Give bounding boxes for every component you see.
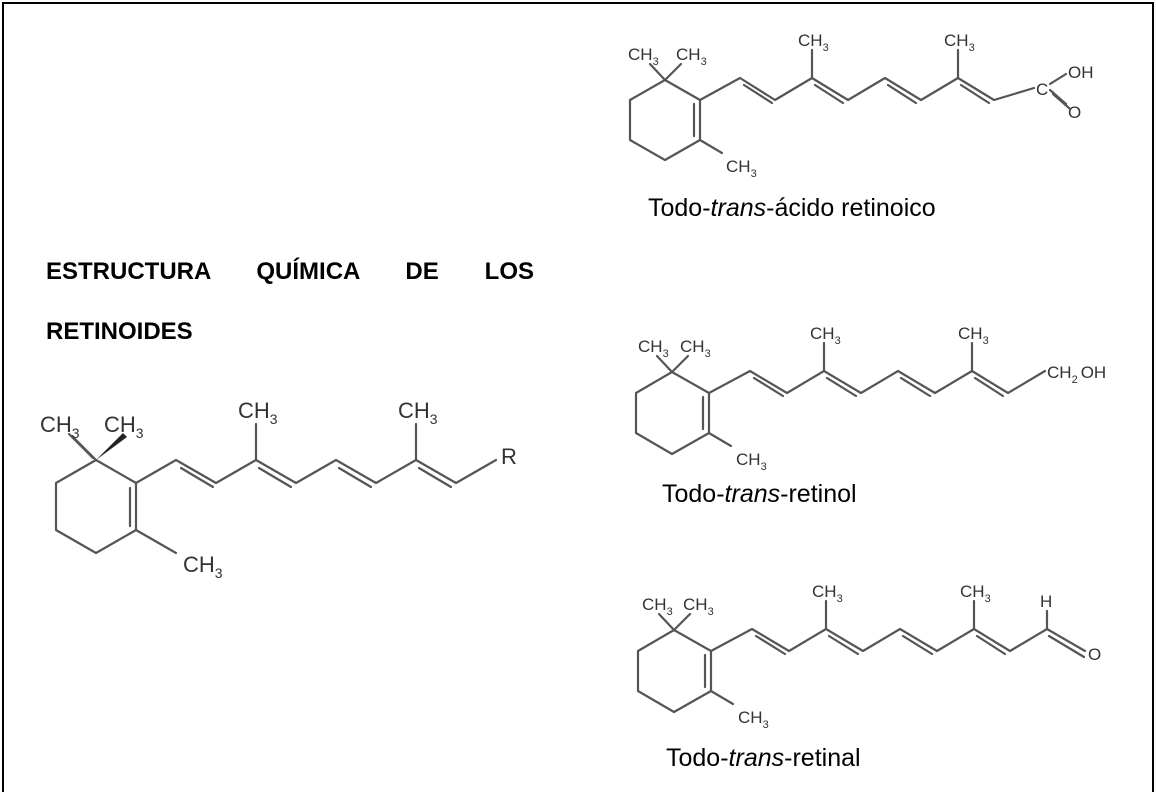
retinol-ch3-label-4: CH3 — [958, 324, 989, 347]
acid-ch3-label-1: CH3 — [628, 45, 659, 68]
retinal-h-label: H — [1040, 592, 1052, 611]
retinol-ch3-label-5: CH3 — [736, 450, 767, 473]
general-r-label: R — [501, 444, 517, 469]
acid-ch3-label-4: CH3 — [944, 31, 975, 54]
acid-o-label: O — [1068, 103, 1081, 122]
heading-line-1: ESTRUCTURA QUÍMICA DE LOS — [46, 258, 534, 285]
retinol-ch3-label-2: CH3 — [680, 337, 711, 360]
acid-c-label: C — [1036, 80, 1048, 99]
retinal-o-label: O — [1088, 645, 1101, 664]
general-ch3-label-1: CH3 — [40, 412, 80, 441]
caption-retinal: Todo-trans-retinal — [666, 744, 861, 772]
retinal-ch3-label-4: CH3 — [960, 582, 991, 605]
general-ch3-label-4: CH3 — [398, 398, 438, 427]
retinol-ch3-label-1: CH3 — [638, 337, 669, 360]
general-ch3-label-3: CH3 — [238, 398, 278, 427]
caption-retinoic-acid: Todo-trans-ácido retinoico — [648, 194, 936, 222]
general-ch3-label-2: CH3 — [104, 412, 144, 441]
retinoic-acid-structure: CH3 CH3 CH3 CH3 CH3 C OH O — [628, 31, 1094, 180]
acid-ch3-label-2: CH3 — [676, 45, 707, 68]
retinal-ch3-label-3: CH3 — [812, 582, 843, 605]
retinal-ch3-label-5: CH3 — [738, 708, 769, 731]
retinal-ch3-label-1: CH3 — [642, 595, 673, 618]
general-retinoid-structure: CH3 CH3 CH3 CH3 CH3 R — [40, 398, 517, 581]
retinol-ch3-label-3: CH3 — [810, 324, 841, 347]
retinal-ch3-label-2: CH3 — [683, 595, 714, 618]
caption-retinol: Todo-trans-retinol — [662, 480, 857, 508]
acid-ch3-label-3: CH3 — [798, 31, 829, 54]
acid-ch3-label-5: CH3 — [726, 157, 757, 180]
retinal-structure: CH3 CH3 CH3 CH3 CH3 H O — [636, 582, 1101, 731]
general-ch3-label-5: CH3 — [183, 552, 223, 581]
heading-line-2: RETINOIDES — [46, 318, 193, 345]
acid-oh-label: OH — [1068, 63, 1094, 82]
